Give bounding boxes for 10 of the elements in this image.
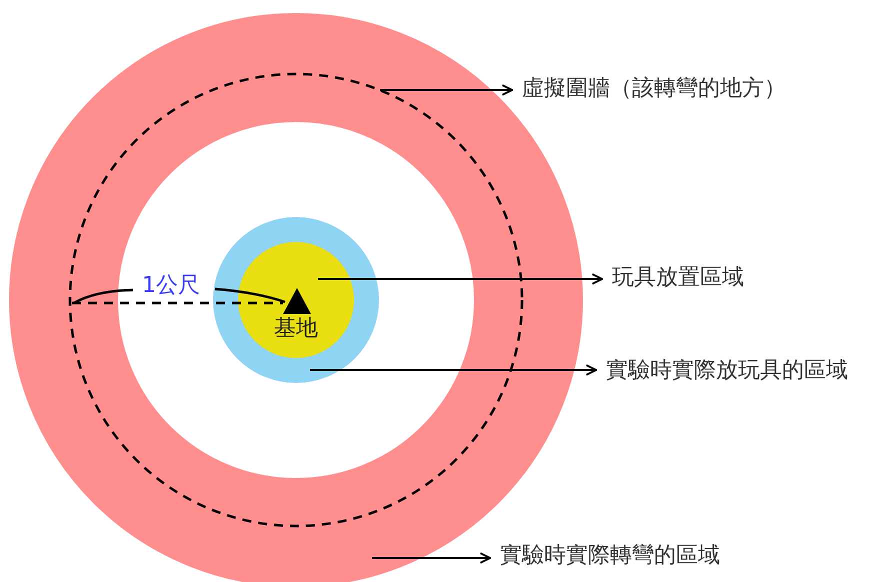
callout-text: 虛擬圍牆（該轉彎的地方）	[522, 76, 786, 102]
callout-text: 實驗時實際轉彎的區域	[500, 543, 720, 570]
callout-text: 實驗時實際放玩具的區域	[606, 358, 848, 384]
dimension-label: 1公尺	[142, 273, 200, 300]
base-label: 基地	[274, 316, 318, 342]
leader-arrow	[310, 364, 597, 376]
callout-text: 玩具放置區域	[612, 265, 744, 292]
leader-arrow	[372, 552, 491, 564]
leader-arrow	[318, 273, 603, 285]
leader-arrow	[380, 84, 513, 96]
